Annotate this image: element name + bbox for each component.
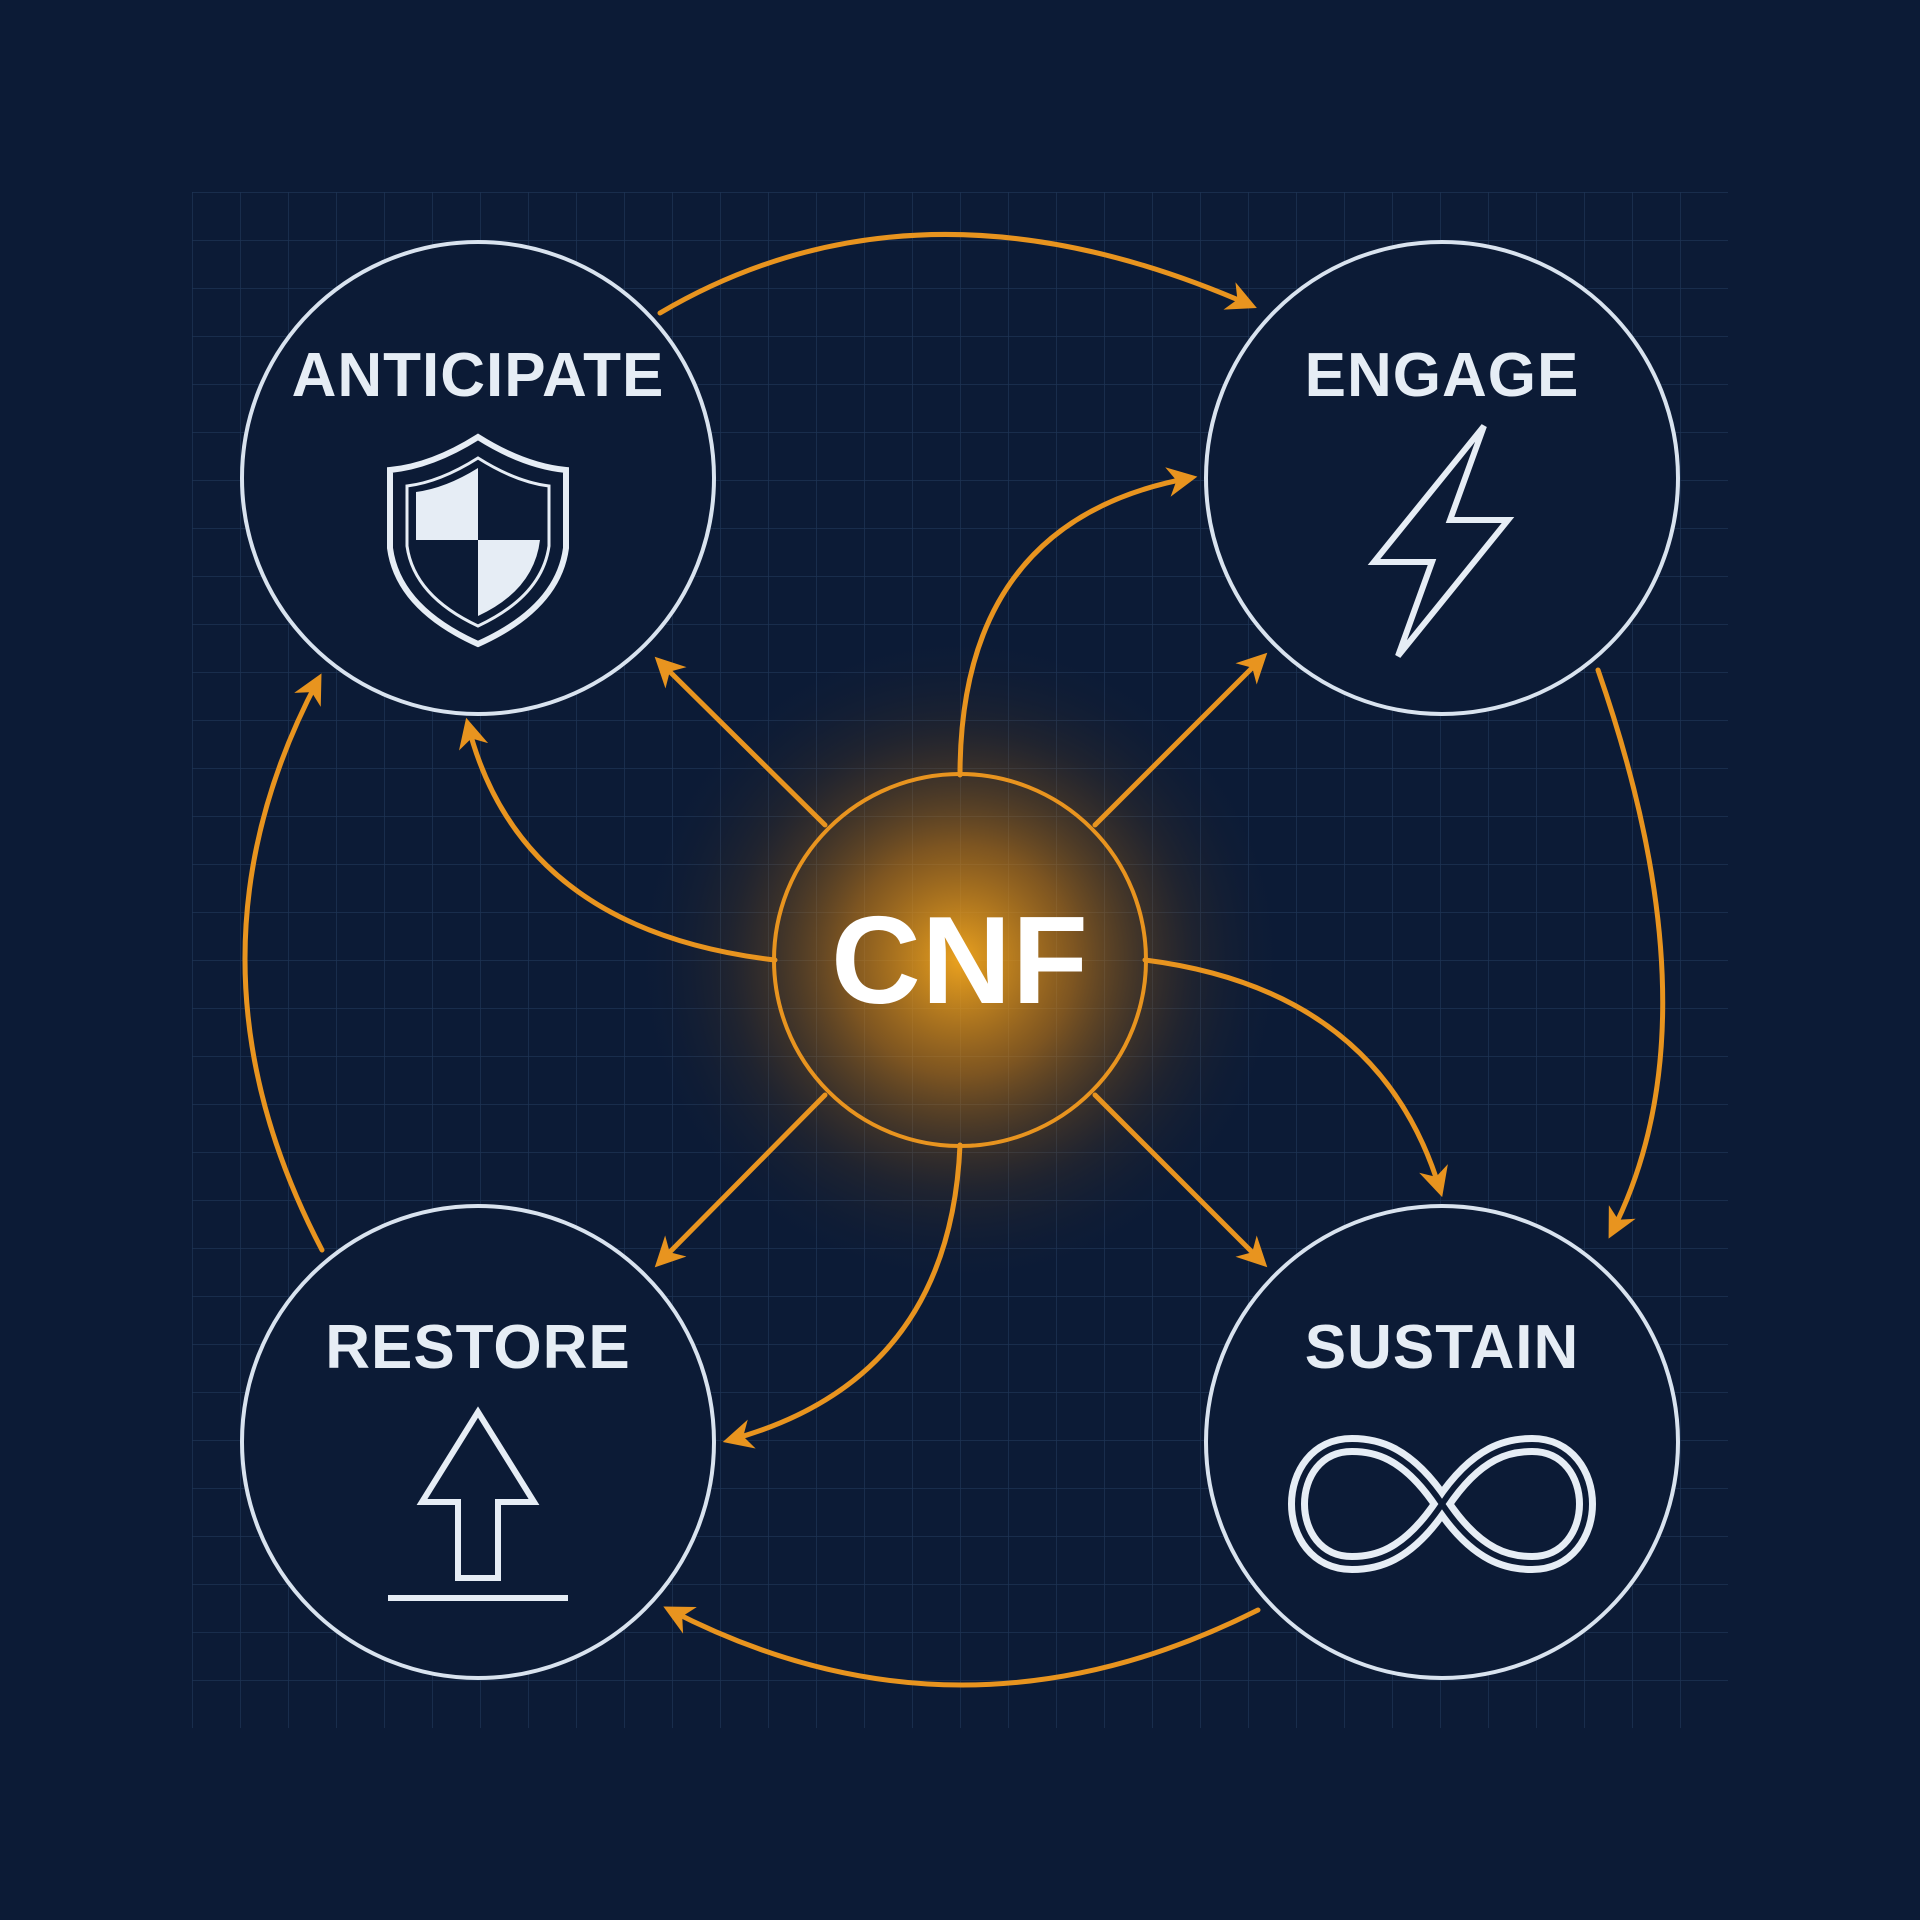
- node-label-anticipate: ANTICIPATE: [292, 341, 665, 410]
- arrow-sustain-to-restore: [663, 1606, 1261, 1688]
- node-label-engage: ENGAGE: [1305, 341, 1580, 410]
- arrow-restore-to-anticipate: [242, 673, 325, 1253]
- curve-to-engage: [957, 467, 1198, 778]
- node-circle: [1204, 1204, 1680, 1680]
- curve-to-restore: [722, 1142, 963, 1449]
- center-circle: [772, 772, 1148, 1148]
- arrow-anticipate-to-engage: [657, 232, 1257, 316]
- node-anticipate: ANTICIPATE: [240, 240, 716, 716]
- spoke-to-anticipate: [654, 656, 828, 828]
- center-node: CNF: [772, 772, 1148, 1148]
- node-label-restore: RESTORE: [325, 1313, 631, 1382]
- shield-icon: [387, 433, 569, 648]
- node-engage: ENGAGE: [1204, 240, 1680, 716]
- spoke-to-engage: [1092, 652, 1268, 828]
- flow-arrows: [242, 232, 1666, 1688]
- node-label-sustain: SUSTAIN: [1305, 1313, 1580, 1382]
- curve-to-anticipate: [459, 717, 778, 963]
- node-sustain: SUSTAIN: [1204, 1204, 1680, 1680]
- curve-to-sustain: [1142, 957, 1448, 1198]
- node-circle: [240, 1204, 716, 1680]
- spoke-to-restore: [654, 1092, 828, 1268]
- center-label: CNF: [831, 892, 1089, 1030]
- node-restore: RESTORE: [240, 1204, 716, 1680]
- infinity-icon-inner-line: [1294, 1441, 1590, 1567]
- upload-arrow-icon: [388, 1406, 568, 1601]
- lightning-bolt-icon: [1367, 424, 1515, 658]
- arrow-engage-to-sustain: [1595, 667, 1666, 1239]
- spoke-to-sustain: [1092, 1092, 1268, 1268]
